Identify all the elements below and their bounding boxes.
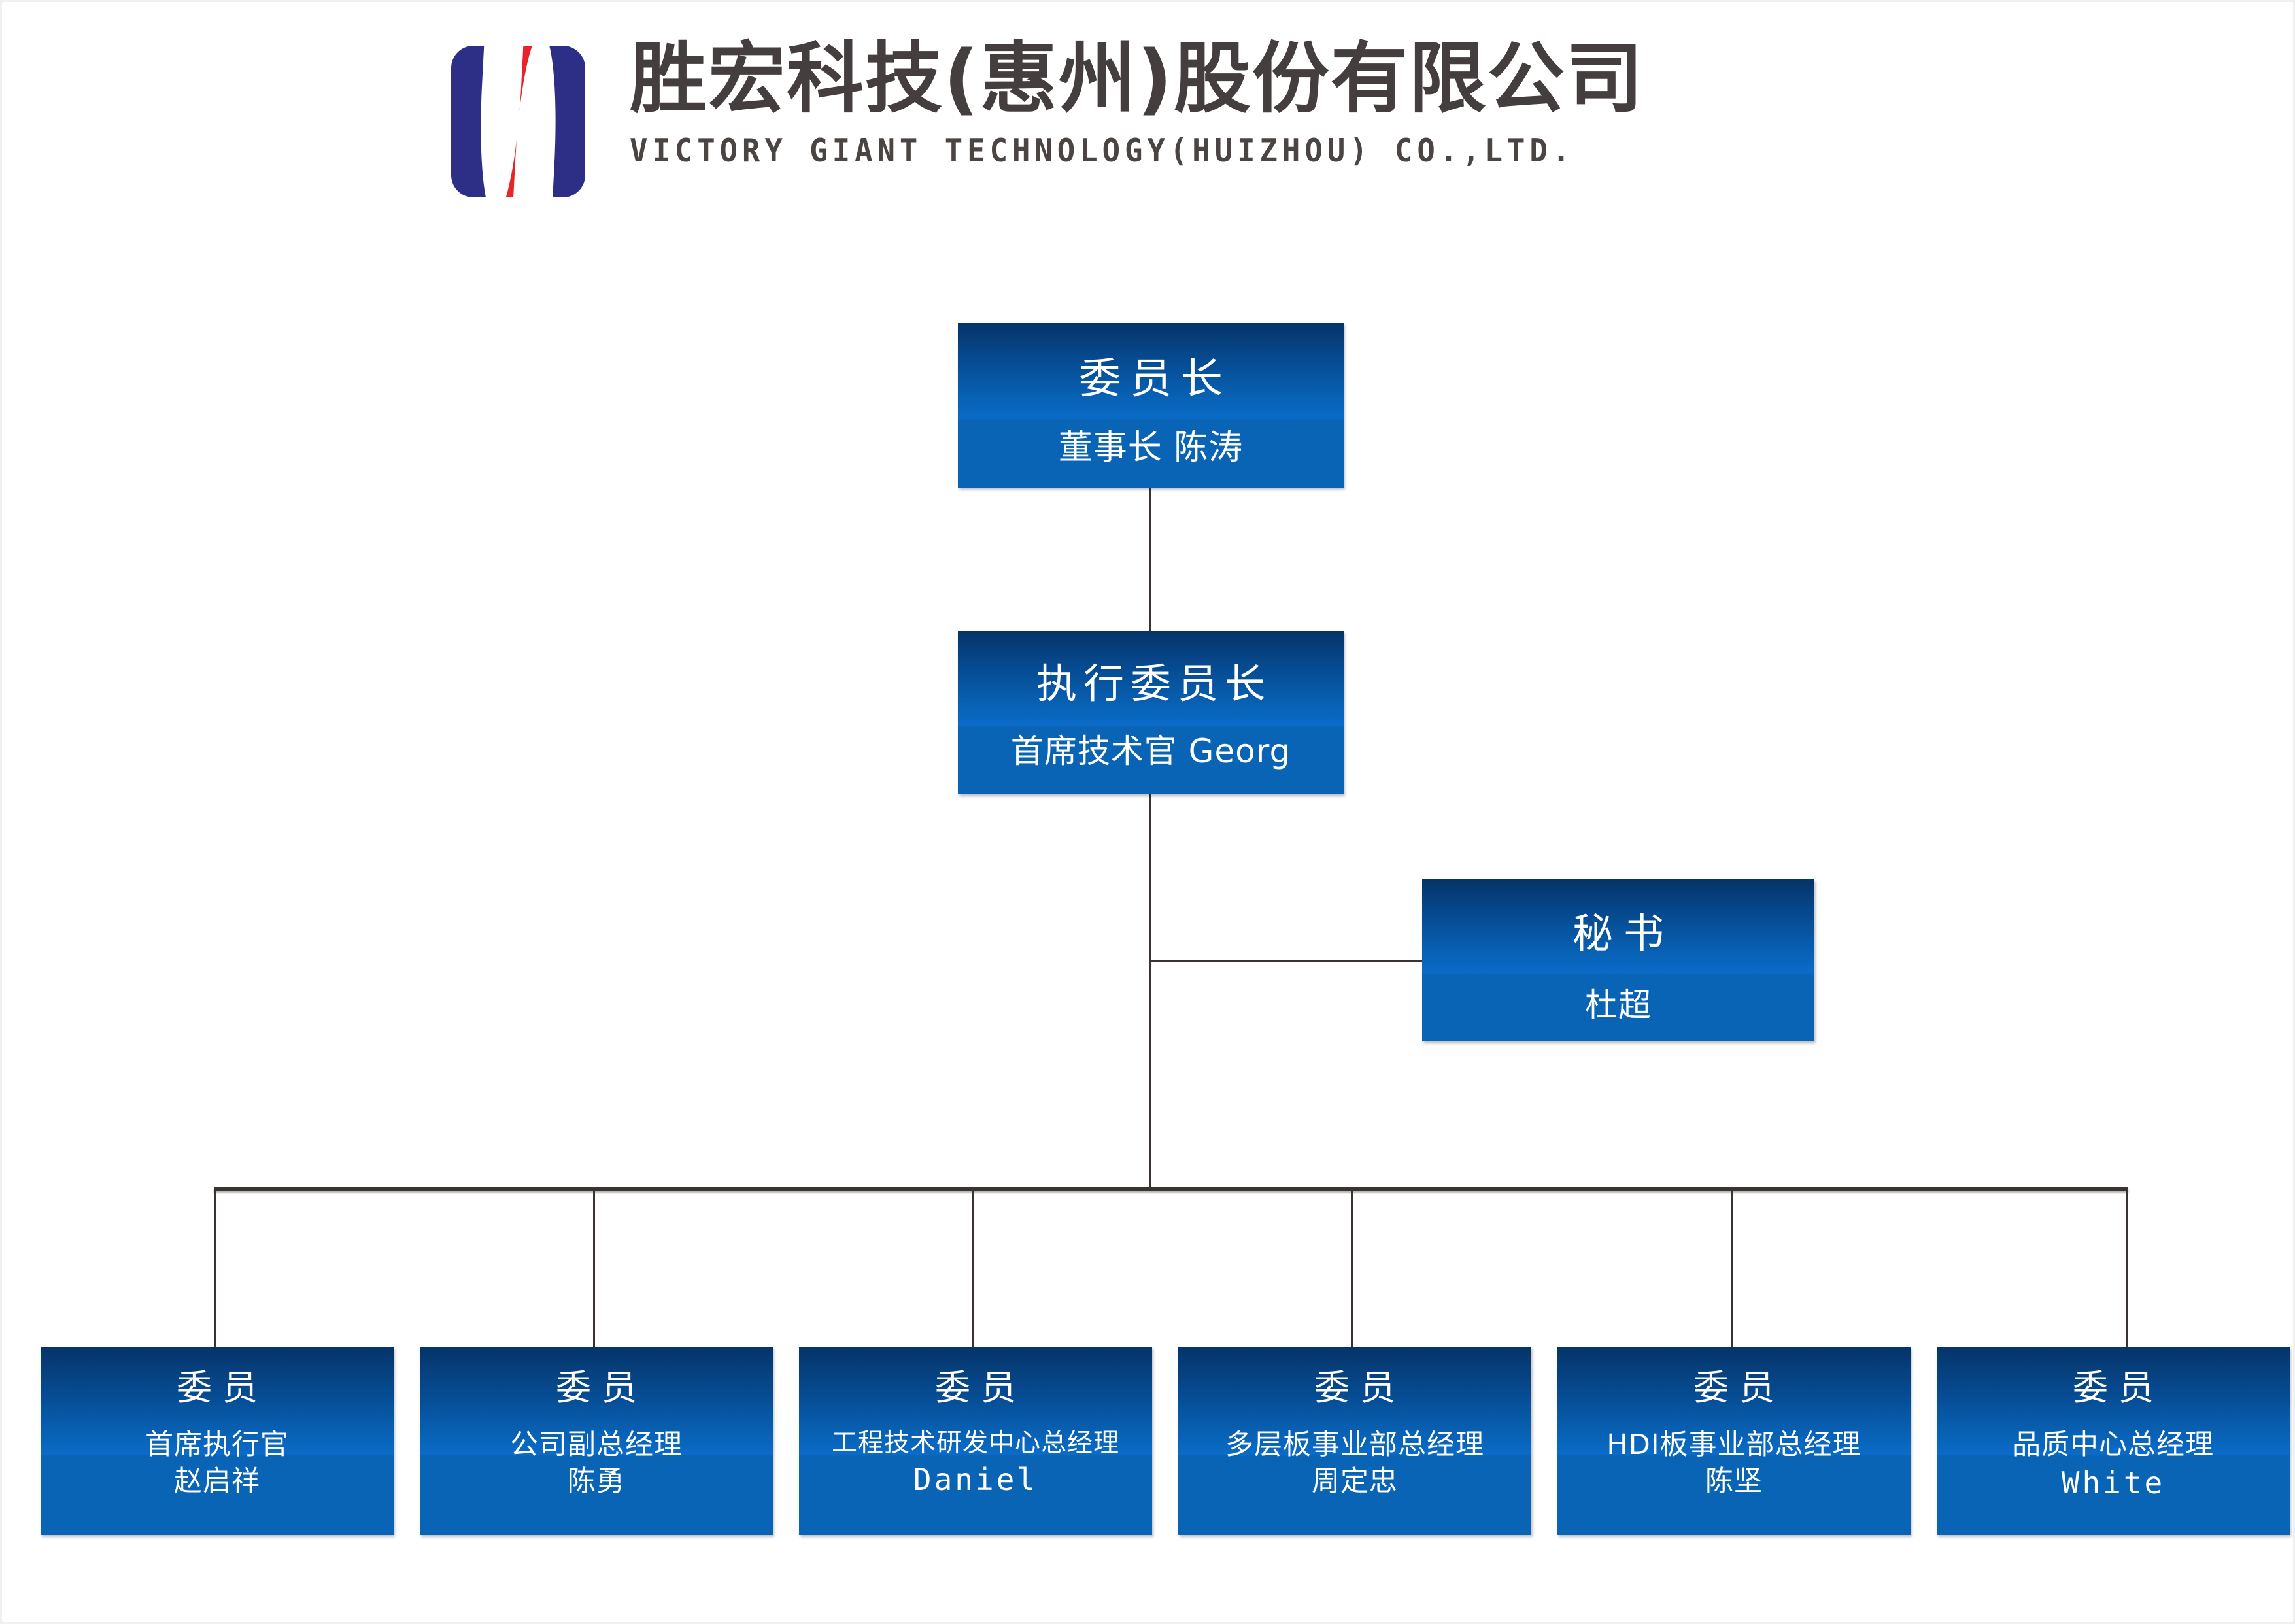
org-node-secretary-subtitle: 杜超 — [1585, 986, 1652, 1024]
logo-notch-lower — [485, 129, 551, 139]
org-node-member-2-role: 公司副总经理 — [510, 1429, 683, 1461]
org-node-member-2-title: 委员 — [556, 1367, 647, 1408]
connector-drop-member-2 — [593, 1189, 595, 1348]
org-node-member-2-person: 陈勇 — [568, 1464, 625, 1498]
org-node-member-1-details: 首席执行官 赵启祥 — [145, 1427, 289, 1500]
company-header: 胜宏科技(惠州)股份有限公司 VICTORY GIANT TECHNOLOGY(… — [451, 31, 1646, 197]
org-node-member-6-role: 品质中心总经理 — [2013, 1429, 2214, 1461]
org-node-chairman-title: 委员长 — [1079, 355, 1232, 403]
org-node-member-6[interactable]: 委员 品质中心总经理 White — [1937, 1347, 2290, 1535]
connector-chairman-to-executive — [1149, 488, 1151, 632]
org-node-member-5-details: HDI板事业部总经理 陈坚 — [1606, 1427, 1861, 1500]
org-node-member-1-person: 赵启祥 — [174, 1464, 260, 1498]
org-node-member-1-title: 委员 — [177, 1367, 268, 1408]
org-node-member-5[interactable]: 委员 HDI板事业部总经理 陈坚 — [1557, 1347, 1911, 1535]
org-node-member-5-role: HDI板事业部总经理 — [1606, 1429, 1862, 1461]
org-node-member-6-details: 品质中心总经理 White — [2013, 1427, 2214, 1503]
org-node-member-3-role: 工程技术研发中心总经理 — [831, 1429, 1119, 1458]
org-node-chairman-subtitle: 董事长 陈涛 — [1058, 428, 1244, 467]
org-node-chairman[interactable]: 委员长 董事长 陈涛 — [958, 323, 1344, 488]
org-node-member-4-title: 委员 — [1314, 1367, 1406, 1408]
org-node-member-4[interactable]: 委员 多层板事业部总经理 周定忠 — [1178, 1347, 1531, 1535]
org-node-member-3-person: Daniel — [913, 1461, 1038, 1497]
connector-executive-trunk — [1149, 794, 1151, 1190]
company-name-english: VICTORY GIANT TECHNOLOGY(HUIZHOU) CO.,LT… — [630, 132, 1575, 170]
company-name-block: 胜宏科技(惠州)股份有限公司 VICTORY GIANT TECHNOLOGY(… — [630, 31, 1646, 169]
logo-notch-upper — [485, 116, 551, 131]
org-node-member-2-details: 公司副总经理 陈勇 — [510, 1427, 683, 1500]
org-node-member-6-person: White — [2061, 1464, 2166, 1500]
org-node-member-5-person: 陈坚 — [1705, 1464, 1763, 1498]
org-node-member-1[interactable]: 委员 首席执行官 赵启祥 — [41, 1347, 394, 1535]
connector-executive-to-secretary — [1149, 960, 1424, 962]
org-node-executive-subtitle: 首席技术官 Georg — [1010, 732, 1291, 770]
org-node-member-2[interactable]: 委员 公司副总经理 陈勇 — [420, 1347, 773, 1535]
org-node-member-4-details: 多层板事业部总经理 周定忠 — [1225, 1427, 1484, 1500]
victory-giant-logo-icon — [451, 46, 585, 197]
connector-drop-member-4 — [1352, 1189, 1353, 1348]
org-node-member-4-person: 周定忠 — [1312, 1464, 1398, 1498]
connector-drop-member-3 — [972, 1189, 974, 1348]
org-node-member-6-title: 委员 — [2073, 1367, 2164, 1408]
org-node-member-5-title: 委员 — [1693, 1367, 1785, 1408]
org-node-executive-chairman[interactable]: 执行委员长 首席技术官 Georg — [958, 631, 1344, 794]
org-node-secretary-title: 秘书 — [1572, 909, 1674, 957]
org-node-member-4-role: 多层板事业部总经理 — [1225, 1429, 1484, 1461]
org-node-member-3[interactable]: 委员 工程技术研发中心总经理 Daniel — [799, 1347, 1152, 1535]
org-node-member-3-title: 委员 — [935, 1367, 1027, 1408]
company-name-chinese: 胜宏科技(惠州)股份有限公司 — [630, 33, 1644, 124]
org-node-executive-title: 执行委员长 — [1036, 660, 1272, 707]
org-node-secretary[interactable]: 秘书 杜超 — [1422, 879, 1814, 1041]
org-node-member-3-details: 工程技术研发中心总经理 Daniel — [832, 1427, 1119, 1499]
org-node-member-1-role: 首席执行官 — [145, 1429, 289, 1461]
connector-member-bus — [214, 1187, 2128, 1191]
connector-drop-member-1 — [214, 1189, 216, 1348]
connector-drop-member-5 — [1731, 1189, 1733, 1348]
connector-drop-member-6 — [2126, 1189, 2128, 1348]
